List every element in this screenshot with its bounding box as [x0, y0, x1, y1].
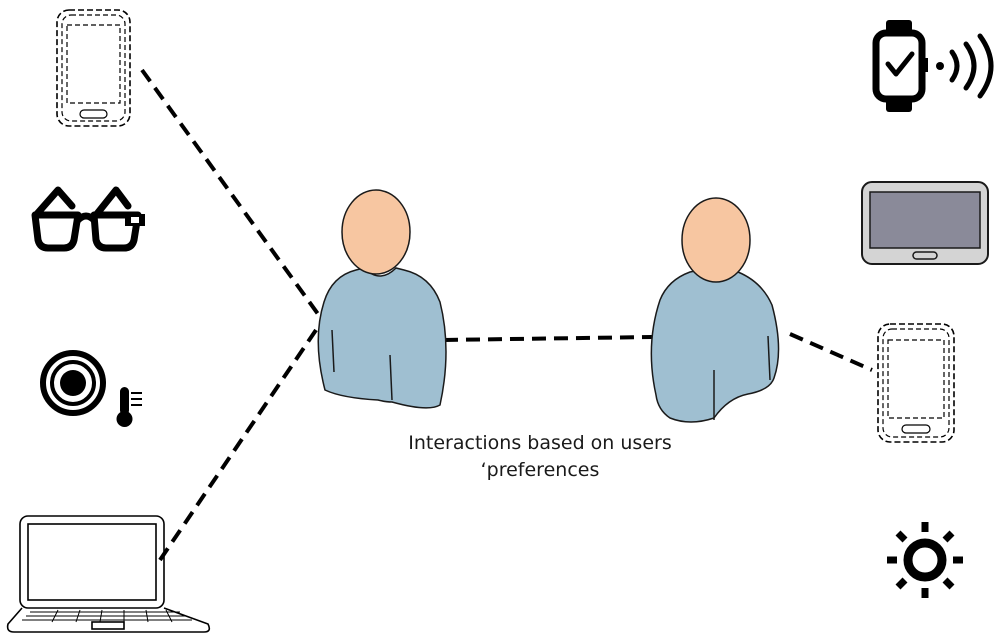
brightness-icon: [887, 522, 963, 598]
interaction-caption: Interactions based on users ‘preferences: [360, 430, 720, 484]
caption-line-1: Interactions based on users: [408, 432, 672, 454]
connector-user-right-to-phone: [789, 332, 873, 372]
smartphone-icon: [877, 323, 955, 443]
smartphone-icon: [56, 9, 131, 127]
smart-glasses-icon: [31, 186, 145, 252]
user-left: [317, 189, 447, 409]
laptop-icon: [6, 515, 211, 633]
smartwatch-icon: [872, 20, 994, 112]
user-right: [650, 197, 780, 423]
connector-user-left-to-user-right: [443, 335, 653, 342]
connector-phone-to-user-left: [140, 68, 320, 316]
connector-laptop-to-user-left: [158, 328, 318, 562]
smart-thermostat-icon: [40, 350, 142, 427]
tablet-icon: [861, 181, 989, 265]
caption-line-2: ‘preferences: [480, 459, 600, 481]
